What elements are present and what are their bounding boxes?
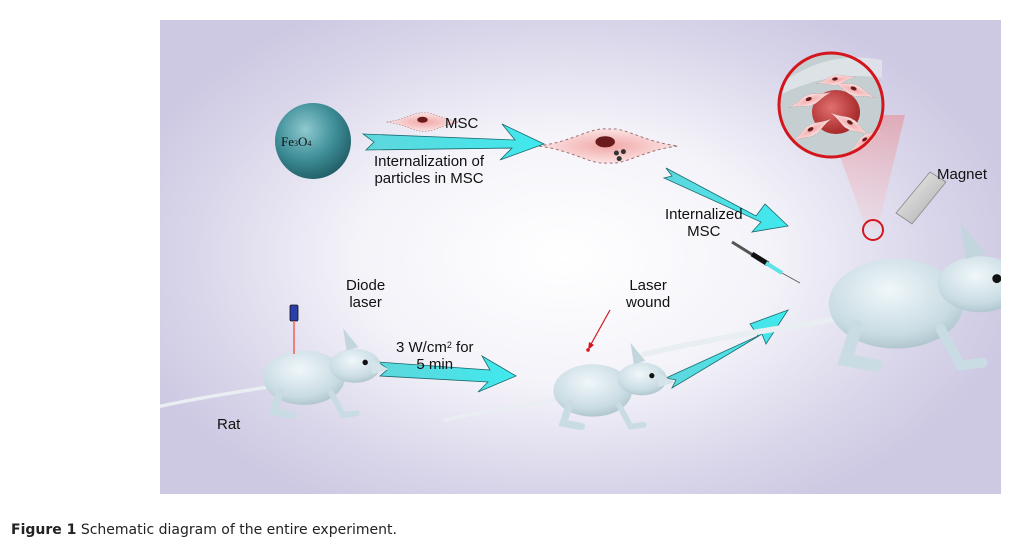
figure-caption-text: Schematic diagram of the entire experime…	[80, 522, 397, 538]
injection-site-circle	[862, 219, 884, 241]
dose-line1: 3 W/cm2 for	[396, 339, 474, 356]
diode-line2: laser	[349, 294, 382, 311]
internalization-label: Internalization of particles in MSC	[374, 153, 484, 187]
msc-label: MSC	[445, 115, 479, 132]
figure-number: Figure 1	[11, 522, 77, 538]
rat-illustration	[160, 328, 389, 415]
wounded-rat-illustration	[445, 343, 675, 427]
internalization-line2: particles in MSC	[374, 170, 484, 187]
internalized-msc-label: Internalized MSC	[665, 206, 743, 240]
treated-rat-illustration	[644, 223, 1001, 366]
fe3o4-particle-sphere	[275, 103, 351, 179]
laser-wound-line2: wound	[626, 294, 671, 311]
magnet-icon	[895, 171, 947, 225]
arrow-laser-treatment	[376, 354, 517, 393]
magnified-view	[777, 51, 886, 159]
diode-laser-label: Diode laser	[346, 277, 385, 311]
laser-wound-label: Laser wound	[626, 277, 670, 311]
internalized-line1: Internalized	[665, 206, 743, 223]
diagram-canvas	[160, 51, 1001, 494]
syringe-icon	[731, 240, 801, 284]
internalized-msc-cell-icon	[537, 128, 679, 164]
diagram-panel: Fe3O4 MSC Internalization of particles i…	[160, 20, 1001, 494]
figure-caption: Figure 1 Schematic diagram of the entire…	[11, 522, 397, 538]
diode-laser-icon	[289, 304, 299, 322]
laser-wound-line1: Laser	[629, 277, 667, 294]
arrow-to-treated-rat	[662, 167, 789, 233]
internalization-line1: Internalization of	[374, 153, 485, 170]
dose-line2: 5 min	[416, 356, 454, 373]
diode-line1: Diode	[346, 277, 386, 294]
laser-wound-pointer	[589, 309, 611, 347]
fe3o4-label: Fe3O4	[281, 134, 312, 149]
internalized-line2: MSC	[687, 223, 721, 240]
arrow-internalization	[361, 123, 546, 161]
magnet-label: Magnet	[937, 166, 988, 183]
arrow-to-final-rat	[664, 309, 789, 390]
rat-label: Rat	[217, 416, 241, 433]
laser-dose-label: 3 W/cm2 for 5 min	[396, 339, 474, 373]
